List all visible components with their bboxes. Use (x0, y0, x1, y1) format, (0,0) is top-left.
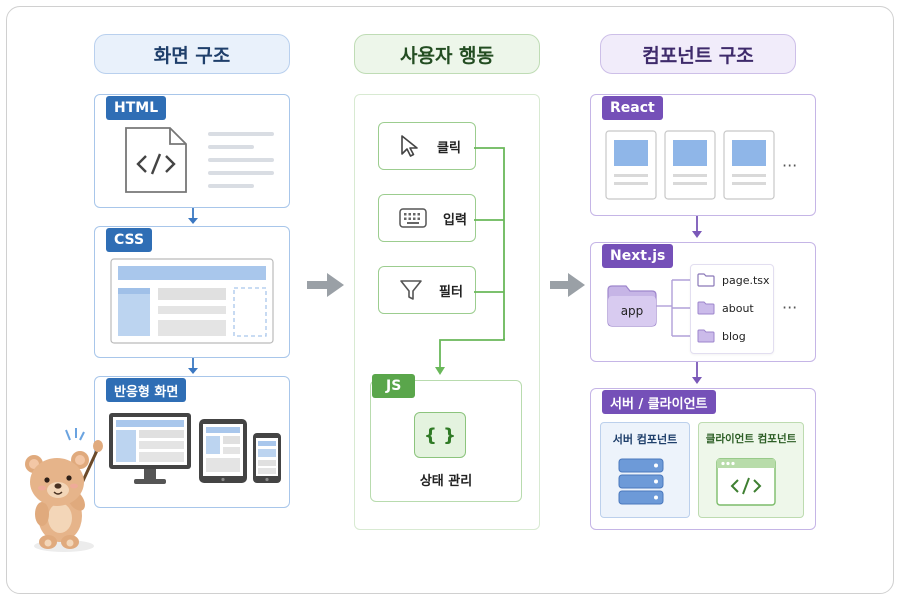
component-cards-icon (605, 130, 775, 200)
layout-wireframe-icon (110, 258, 274, 344)
file-item: blog (722, 330, 746, 343)
filter-icon (400, 280, 422, 300)
action-click[interactable]: 클릭 (378, 122, 476, 170)
responsive-tag: 반응형 화면 (106, 378, 187, 402)
folder-icon (697, 301, 715, 315)
text-line (208, 184, 254, 188)
browser-code-icon (716, 458, 776, 506)
braces-label: { } (424, 424, 456, 446)
file-item: page.tsx (722, 274, 770, 287)
column-title-component: 컴포넌트 구조 (600, 34, 796, 74)
action-label: 입력 (443, 212, 467, 228)
code-file-icon (125, 127, 187, 193)
folder-icon (697, 329, 715, 343)
text-line (208, 158, 274, 162)
keyboard-icon (399, 208, 427, 228)
down-arrow (188, 358, 198, 374)
root-folder-label: app (620, 304, 644, 318)
down-arrow (188, 208, 198, 224)
action-connector (474, 147, 505, 340)
server-stack-icon (618, 458, 664, 505)
action-filter[interactable]: 필터 (378, 266, 476, 314)
action-input[interactable]: 입력 (378, 194, 476, 242)
js-tag: JS (372, 374, 416, 398)
nextjs-tag: Next.js (602, 244, 674, 268)
text-line (208, 171, 274, 175)
folder-outline-icon (697, 273, 715, 287)
action-label: 필터 (439, 284, 463, 300)
right-arrow (307, 273, 344, 297)
more-indicator: ··· (782, 298, 798, 317)
file-item: about (722, 302, 754, 315)
text-line (208, 132, 274, 136)
down-arrow (692, 362, 702, 384)
down-arrow (435, 338, 505, 375)
tablet-icon (199, 419, 247, 483)
teddy-bear-illustration (25, 428, 103, 552)
client-component-label: 클라이언트 컴포넌트 (705, 433, 797, 445)
mobile-phone-icon (253, 433, 281, 483)
cursor-icon (401, 135, 418, 157)
react-tag: React (602, 96, 663, 120)
folder-icon (607, 285, 657, 327)
action-label: 클릭 (437, 140, 461, 156)
server-component-label: 서버 컴포넌트 (612, 433, 678, 446)
server-client-tag: 서버 / 클라이언트 (602, 390, 716, 414)
html-tag: HTML (106, 96, 167, 120)
column-title-screen: 화면 구조 (94, 34, 290, 74)
text-line (208, 145, 254, 149)
desktop-monitor-icon (109, 413, 191, 484)
state-management-label: 상태 관리 (419, 474, 473, 489)
down-arrow (692, 216, 702, 238)
right-arrow (550, 273, 585, 297)
column-title-behavior: 사용자 행동 (354, 34, 540, 74)
more-indicator: ··· (782, 156, 798, 175)
css-tag: CSS (106, 228, 153, 252)
braces-icon: { } (414, 412, 466, 458)
